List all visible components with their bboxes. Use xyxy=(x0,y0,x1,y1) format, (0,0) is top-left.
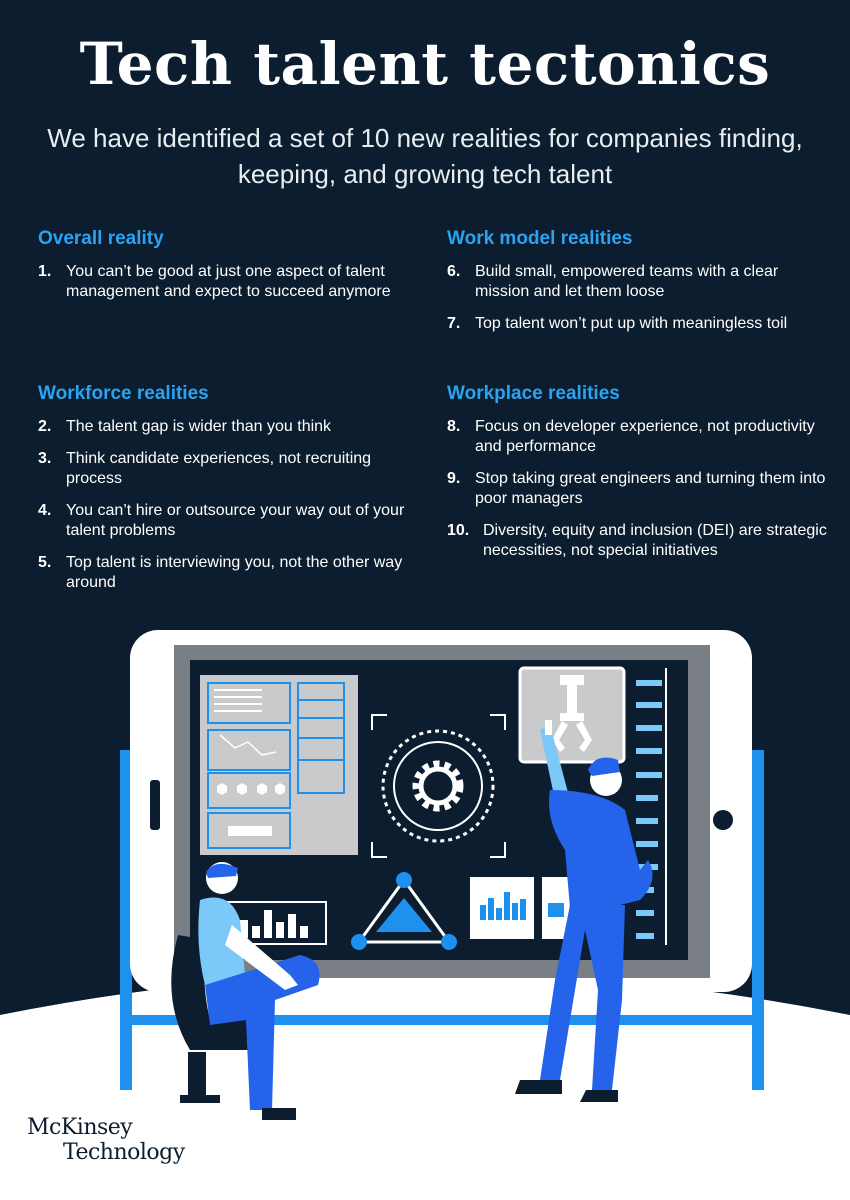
text-block-icon xyxy=(207,682,291,724)
item-text: Focus on developer experience, not produ… xyxy=(475,418,815,455)
item-number: 1. xyxy=(38,263,52,280)
list-item: 9. Stop taking great engineers and turnin… xyxy=(447,469,832,509)
section-heading: Overall reality xyxy=(38,228,164,249)
list-item: 6. Build small, empowered teams with a cl… xyxy=(447,262,812,302)
stand-right-icon xyxy=(752,750,764,1090)
item-text: The talent gap is wider than you think xyxy=(66,418,332,435)
item-text: Top talent won’t put up with meaningless… xyxy=(475,315,788,332)
item-text: Stop taking great engineers and turning … xyxy=(475,470,826,507)
section-overall: Overall reality 1. You can’t be good at j… xyxy=(38,228,418,314)
stand-bar-icon xyxy=(120,1015,764,1025)
page-subtitle: We have identified a set of 10 new reali… xyxy=(47,123,803,189)
item-number: 8. xyxy=(447,418,461,435)
item-number: 3. xyxy=(38,450,52,467)
item-text: Top talent is interviewing you, not the … xyxy=(66,554,403,591)
item-number: 10. xyxy=(447,522,470,539)
section-workplace: Workplace realities 8. Focus on developer… xyxy=(447,383,832,573)
list-item: 8. Focus on developer experience, not pro… xyxy=(447,417,832,457)
item-number: 2. xyxy=(38,418,52,435)
gear-icon xyxy=(412,760,464,812)
button-block-icon xyxy=(207,812,291,849)
section-heading: Workplace realities xyxy=(447,383,620,404)
item-text: Think candidate experiences, not recruit… xyxy=(66,450,372,487)
item-text: Diversity, equity and inclusion (DEI) ar… xyxy=(483,522,827,559)
list-item: 7. Top talent won’t put up with meaningle… xyxy=(447,314,812,334)
item-text: You can’t hire or outsource your way out… xyxy=(66,502,405,539)
item-number: 4. xyxy=(38,502,52,519)
section-heading: Workforce realities xyxy=(38,383,209,404)
item-number: 9. xyxy=(447,470,461,487)
dashboard-panel-icon xyxy=(200,675,358,855)
item-number: 7. xyxy=(447,315,461,332)
list-item: 1. You can’t be good at just one aspect o… xyxy=(38,262,418,302)
standing-person-pointing-icon xyxy=(515,720,653,1102)
dashed-ring-icon xyxy=(381,729,495,843)
bar-chart-icon xyxy=(470,877,572,939)
line-chart-icon xyxy=(207,729,291,771)
page-title: Tech talent tectonics xyxy=(79,30,771,98)
inner-ring-icon xyxy=(393,741,483,831)
list-item: 2. The talent gap is wider than you think xyxy=(38,417,413,437)
list-item: 10. Diversity, equity and inclusion (DEI)… xyxy=(447,521,832,561)
section-heading: Work model realities xyxy=(447,228,633,249)
mckinsey-technology-logo: McKinsey Technology xyxy=(27,1115,185,1165)
gear-frame-icon xyxy=(371,714,506,858)
logo-line-2: Technology xyxy=(63,1140,185,1165)
logo-line-1: McKinsey xyxy=(27,1115,133,1140)
list-item: 3. Think candidate experiences, not recru… xyxy=(38,449,413,489)
item-text: You can’t be good at just one aspect of … xyxy=(66,263,391,300)
list-item: 4. You can’t hire or outsource your way o… xyxy=(38,501,413,541)
stand-left-icon xyxy=(120,750,132,1090)
section-workforce: Workforce realities 2. The talent gap is … xyxy=(38,383,413,605)
tech-illustration xyxy=(0,630,850,1200)
item-text: Build small, empowered teams with a clea… xyxy=(475,263,779,300)
list-item: 5. Top talent is interviewing you, not th… xyxy=(38,553,413,593)
tablet-camera-icon xyxy=(713,810,733,830)
section-work-model: Work model realities 6. Build small, empo… xyxy=(447,228,812,346)
seated-person-icon xyxy=(171,862,320,1120)
network-triangle-icon xyxy=(351,872,457,950)
item-number: 6. xyxy=(447,263,461,280)
hexagon-row-icon xyxy=(207,772,291,809)
tablet-button-icon xyxy=(150,780,160,830)
item-number: 5. xyxy=(38,554,52,571)
